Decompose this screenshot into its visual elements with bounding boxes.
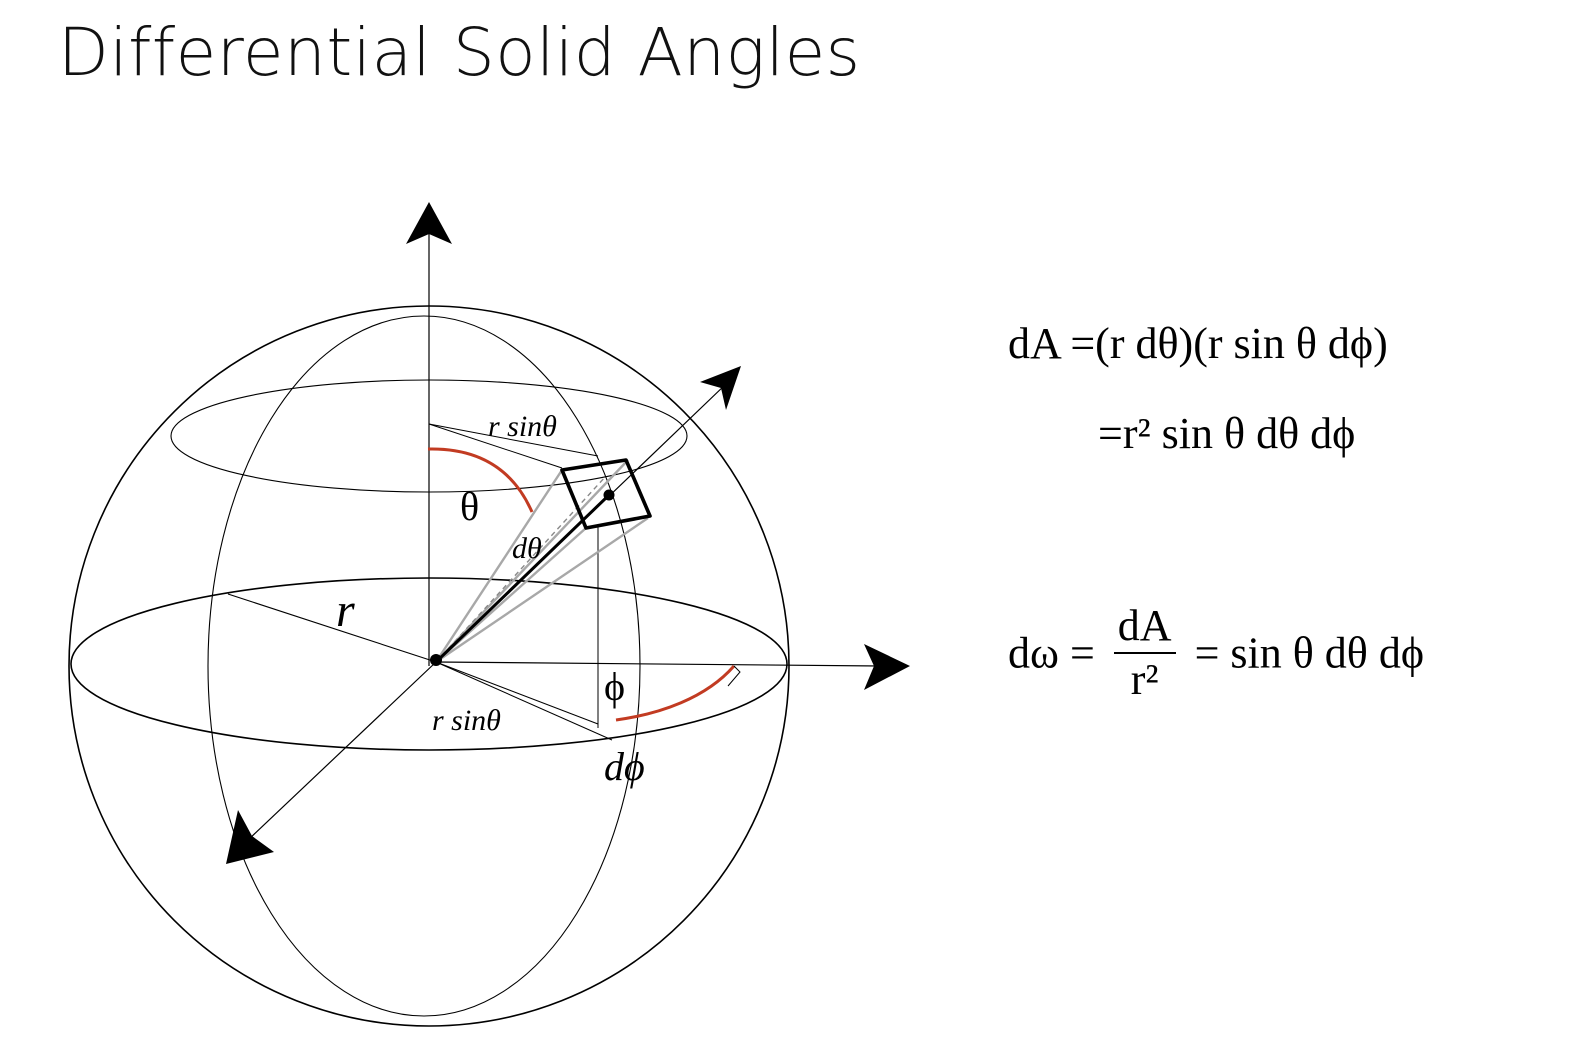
area-equation-rhs1: =(r dθ)(r sin θ dϕ)	[1070, 319, 1388, 368]
phi-arc	[615, 665, 736, 722]
solid-angle-lhs: dω =	[1008, 628, 1095, 678]
projection-line-b	[435, 661, 613, 741]
area-equation-rhs2: =r² sin θ dθ dϕ	[1098, 409, 1356, 458]
solid-angle-numerator: dA	[1113, 600, 1176, 654]
x-axis	[435, 661, 881, 667]
area-equation-lhs: dA	[1008, 319, 1060, 368]
meridian-ellipse	[207, 315, 641, 1017]
r-label: r	[336, 584, 355, 637]
solid-angle-fraction: dA r²	[1113, 600, 1176, 706]
y-axis	[247, 661, 437, 841]
patch-center-ray	[434, 493, 611, 664]
solid-angle-rhs: = sin θ dθ dϕ	[1194, 628, 1425, 678]
y-axis-arrow	[226, 810, 274, 864]
radius-line	[227, 593, 437, 663]
differential-area-patch	[560, 458, 652, 530]
r-sin-theta-top-label: r sinθ	[488, 410, 557, 443]
r-sin-theta-bottom-label: r sinθ	[432, 704, 501, 737]
slide-title: Differential Solid Angles	[58, 14, 861, 91]
x-axis-arrow	[864, 644, 910, 690]
theta-arc	[427, 447, 534, 513]
origin-point	[430, 654, 442, 666]
area-equation-line2: =r² sin θ dθ dϕ	[1098, 408, 1355, 459]
theta-label: θ	[460, 484, 479, 529]
projection-line-a	[435, 661, 599, 725]
r-sin-theta-top-line-a	[428, 423, 563, 469]
area-equation-line1: dA =(r dθ)(r sin θ dϕ)	[1008, 318, 1388, 369]
d-phi-label: dϕ	[604, 744, 645, 789]
d-theta-label: dθ	[512, 532, 542, 565]
patch-center-point	[603, 489, 615, 501]
direction-axis-arrow	[700, 366, 741, 410]
r-sin-theta-top-line-b	[428, 423, 599, 457]
phi-arc-tick	[727, 665, 741, 687]
solid-angle-equation: dω = dA r² = sin θ dθ dϕ	[1008, 600, 1424, 706]
phi-label: ϕ	[604, 664, 625, 709]
solid-angle-denominator: r²	[1130, 655, 1159, 704]
z-axis-arrow	[406, 202, 452, 244]
